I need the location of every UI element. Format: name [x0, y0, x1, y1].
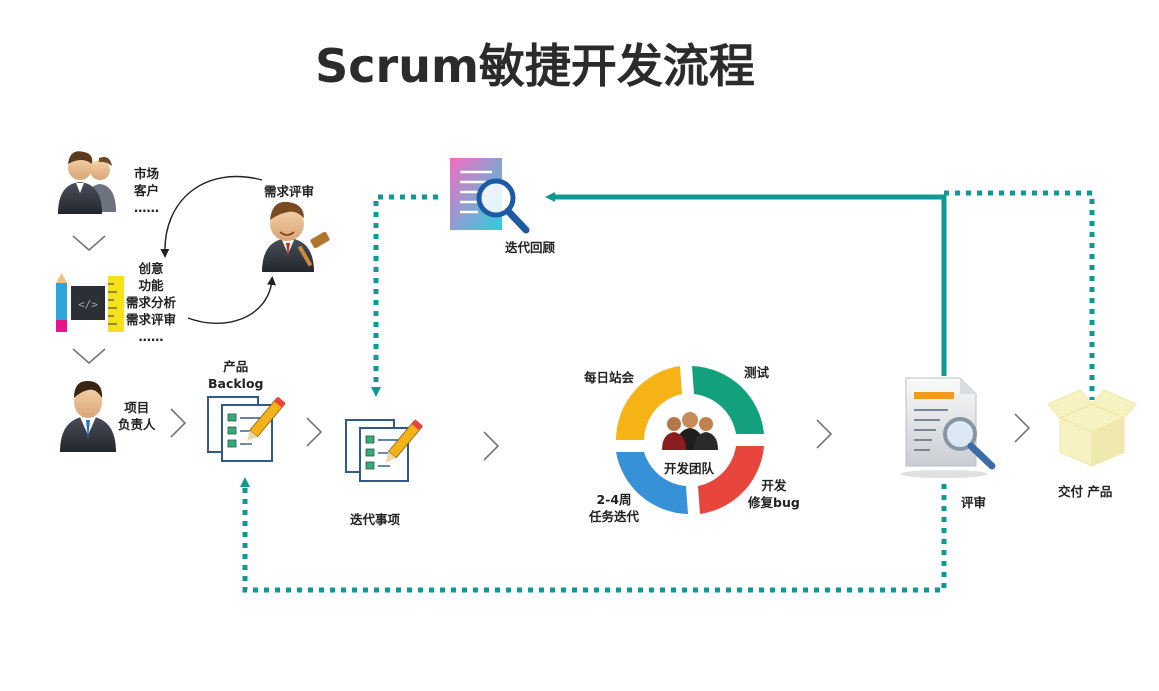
- users-icon: [58, 151, 116, 214]
- chevron-down-icon: [72, 348, 106, 365]
- label-review: 评审: [961, 495, 987, 510]
- review-to-retro-line: [545, 192, 947, 376]
- label-iteration-items: 迭代事项: [350, 512, 401, 527]
- magnifier-document-icon: [450, 158, 530, 234]
- label-deliver-product: 交付 产品: [1058, 484, 1113, 499]
- chevron-right-icon: [483, 431, 500, 461]
- retro-to-iteration-line: [371, 194, 438, 397]
- label-ideas: 创意 功能 需求分析 需求评审 ……: [126, 261, 177, 344]
- label-requirement-review: 需求评审: [264, 184, 315, 199]
- svg-text:</>: </>: [78, 298, 98, 311]
- curve-arrow-top: [160, 175, 263, 258]
- label-daily-standup: 每日站会: [584, 370, 635, 385]
- label-retrospective: 迭代回顾: [505, 240, 556, 255]
- checklist-icon: [345, 419, 423, 482]
- sprint-cycle: [616, 366, 764, 514]
- team-icon: [662, 412, 718, 450]
- chevron-right-icon: [816, 419, 833, 449]
- design-tools-icon: </>: [56, 273, 124, 332]
- label-develop-fix: 开发 修复bug: [748, 478, 800, 510]
- label-project-owner: 项目 负责人: [118, 400, 156, 432]
- label-test: 测试: [744, 365, 770, 380]
- manager-icon: [60, 380, 116, 452]
- page-title: Scrum敏捷开发流程: [315, 39, 755, 93]
- label-dev-team: 开发团队: [664, 461, 715, 476]
- chevron-right-icon: [306, 417, 323, 447]
- label-market: 市场 客户 ……: [134, 166, 160, 215]
- curve-arrow-bottom: [187, 276, 276, 325]
- cycle-segment-red: [698, 446, 764, 514]
- report-icon: [900, 377, 996, 478]
- judge-icon: [262, 201, 330, 272]
- label-sprint-length: 2-4周 任务迭代: [589, 492, 640, 524]
- review-to-backlog-line: [240, 477, 947, 593]
- package-icon: [1047, 389, 1137, 467]
- cycle-segment-yellow: [616, 366, 682, 440]
- label-product-backlog: 产品 Backlog: [208, 359, 264, 391]
- cycle-segment-blue: [616, 452, 688, 514]
- delivery-loop-line: [944, 190, 1095, 400]
- checklist-icon: [207, 396, 286, 462]
- chevron-right-icon: [1014, 413, 1031, 443]
- chevron-down-icon: [72, 235, 106, 252]
- chevron-right-icon: [170, 408, 187, 438]
- cycle-segment-green: [692, 366, 764, 434]
